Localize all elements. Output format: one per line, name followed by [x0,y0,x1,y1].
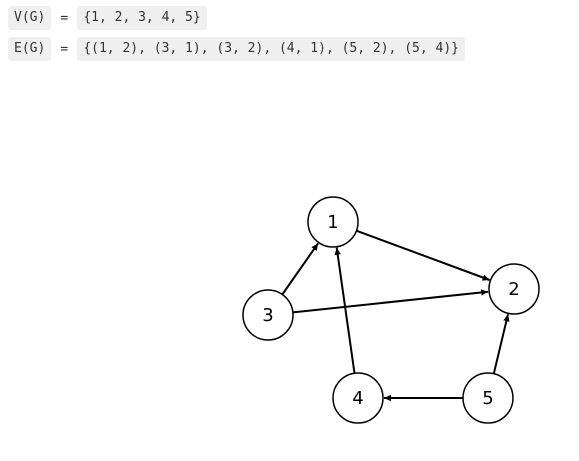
node-5: 5 [462,372,514,424]
vertex-set-equals: = [60,10,69,26]
node-circle [462,372,514,424]
edge-3-to-1 [281,242,319,296]
edge-5-to-2 [492,314,510,374]
node-3: 3 [242,289,294,341]
node-label: 5 [482,388,493,409]
node-label: 1 [327,212,338,233]
edge-set-lhs: E(G) [8,37,52,61]
vertex-set-lhs: V(G) [8,6,52,30]
node-circle [488,263,540,315]
edge-set-definition: E(G) = {(1, 2), (3, 1), (3, 2), (4, 1), … [8,37,465,61]
edge-1-to-2 [356,229,490,281]
edge-4-to-1 [334,247,356,374]
node-label: 3 [262,305,273,326]
node-circle [332,372,384,424]
vertex-set-definition: V(G) = {1, 2, 3, 4, 5} [8,6,207,30]
graph-nodes: 1 2 3 4 5 [242,196,540,424]
node-label: 2 [508,279,519,300]
graph-edges [281,229,510,402]
node-2: 2 [488,263,540,315]
vertex-set-rhs: {1, 2, 3, 4, 5} [77,6,207,30]
edge-set-rhs: {(1, 2), (3, 1), (3, 2), (4, 1), (5, 2),… [77,37,465,61]
node-1: 1 [307,196,359,248]
node-circle [307,196,359,248]
edge-3-to-2 [292,289,489,314]
node-label: 4 [352,388,363,409]
node-4: 4 [332,372,384,424]
node-circle [242,289,294,341]
edge-set-equals: = [60,41,69,57]
